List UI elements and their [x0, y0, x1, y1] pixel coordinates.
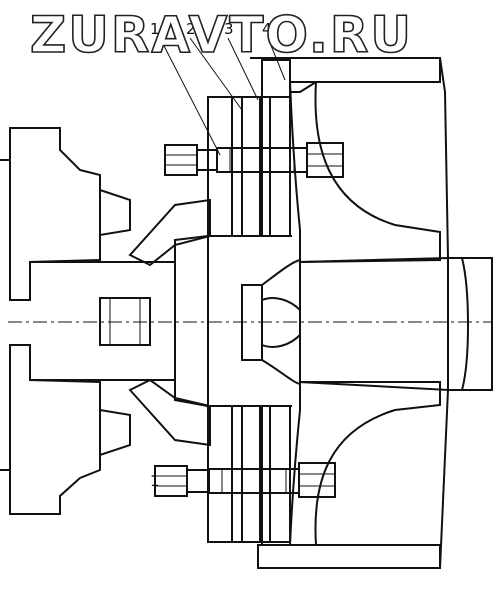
watermark-text: ZURAVTO.RU	[30, 6, 413, 64]
callout-label-4: 4	[262, 20, 272, 38]
pressure-spring	[241, 259, 301, 385]
drive-hub	[30, 198, 211, 447]
callout-leaders	[159, 37, 286, 156]
lower-bolt	[154, 462, 336, 498]
callout-label-2: 2	[186, 20, 196, 38]
bottom-callout-label: 1	[150, 472, 160, 490]
callout-label-3: 3	[224, 20, 234, 38]
callout-label-1: 1	[150, 20, 160, 38]
left-housing	[0, 127, 131, 515]
upper-bolt	[164, 142, 344, 178]
friction-disc-pack	[206, 96, 292, 543]
